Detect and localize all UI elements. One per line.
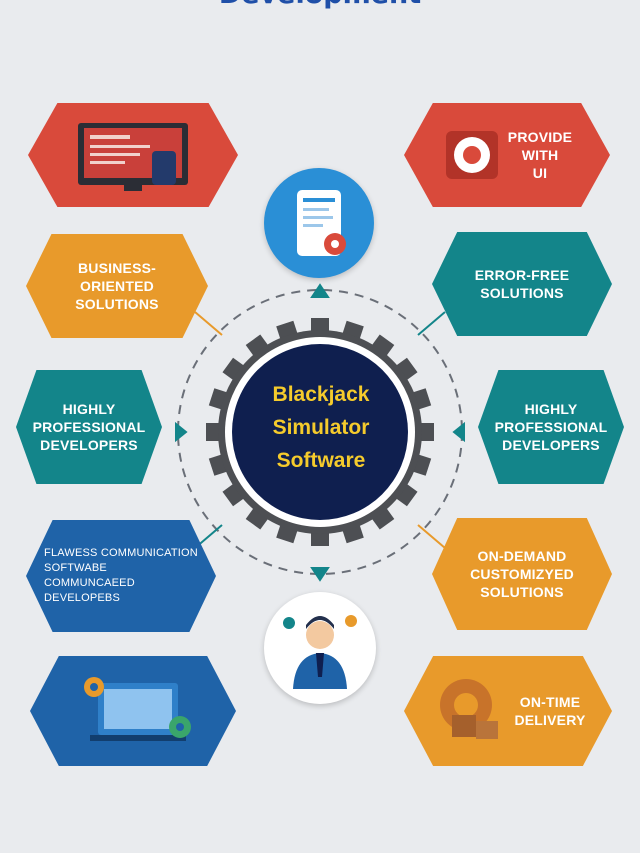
card-highly-left-label: HIGHLY PROFESSIONAL DEVELOPERS: [32, 401, 146, 453]
monitor-dashboard-icon: [78, 123, 188, 191]
mobile-app-gear-icon: [297, 190, 346, 256]
card-monitor: [28, 103, 238, 207]
card-flawless: FLAWESS COMMUNICATION SOFTWABE COMMUNCAE…: [26, 520, 216, 632]
developer-badge: [264, 592, 376, 704]
center-title: Blackjack Simulator Software: [240, 378, 402, 477]
arrow-top-icon: [310, 283, 330, 298]
card-error-free-label: ERROR-FREE SOLUTIONS: [474, 267, 570, 301]
card-on-time: ON-TIME DELIVERY: [404, 656, 612, 766]
card-on-demand-label: ON-DEMAND CUSTOMIZYED SOLUTIONS: [470, 548, 574, 600]
arrow-line-upper-left: [194, 311, 223, 336]
card-business-label: BUSINESS- ORIENTED SOLUTIONS: [75, 260, 159, 312]
card-provide-ui: PROVIDE WITH UI: [404, 103, 610, 207]
arrow-line-lower-right: [417, 524, 446, 549]
gear-center: [232, 344, 408, 520]
page-title: Development: [0, 0, 640, 10]
connector-arrows: [175, 283, 465, 582]
card-highly-left: HIGHLY PROFESSIONAL DEVELOPERS: [16, 370, 162, 484]
mobile-app-badge: [264, 168, 374, 278]
card-flawless-label: FLAWESS COMMUNICATION SOFTWABE COMMUNCAE…: [44, 547, 198, 604]
card-on-demand: ON-DEMAND CUSTOMIZYED SOLUTIONS: [432, 518, 612, 630]
center-title-line-3: Software: [276, 449, 366, 472]
safe-dial-icon: [445, 131, 498, 179]
card-highly-right: HIGHLY PROFESSIONAL DEVELOPERS: [478, 370, 624, 484]
delivery-gear-box-icon: [440, 679, 499, 739]
arrow-left-icon: [175, 421, 188, 443]
developer-avatar-icon: [283, 615, 357, 689]
page-title-line-2: Development: [0, 0, 640, 10]
arrow-bottom-icon: [310, 567, 330, 582]
arrow-right-icon: [452, 421, 465, 443]
laptop-gears-icon: [84, 677, 191, 741]
center-title-line-2: Simulator: [272, 416, 370, 439]
arrow-line-upper-right: [417, 311, 446, 336]
card-error-free: ERROR-FREE SOLUTIONS: [432, 232, 612, 336]
card-on-time-label: ON-TIME DELIVERY: [514, 694, 586, 728]
card-highly-right-label: HIGHLY PROFESSIONAL DEVELOPERS: [494, 401, 608, 453]
card-laptop: [30, 656, 236, 766]
card-provide-ui-label: PROVIDE WITH UI: [507, 129, 573, 181]
center-title-line-1: Blackjack: [272, 383, 370, 406]
card-business: BUSINESS- ORIENTED SOLUTIONS: [26, 234, 208, 338]
